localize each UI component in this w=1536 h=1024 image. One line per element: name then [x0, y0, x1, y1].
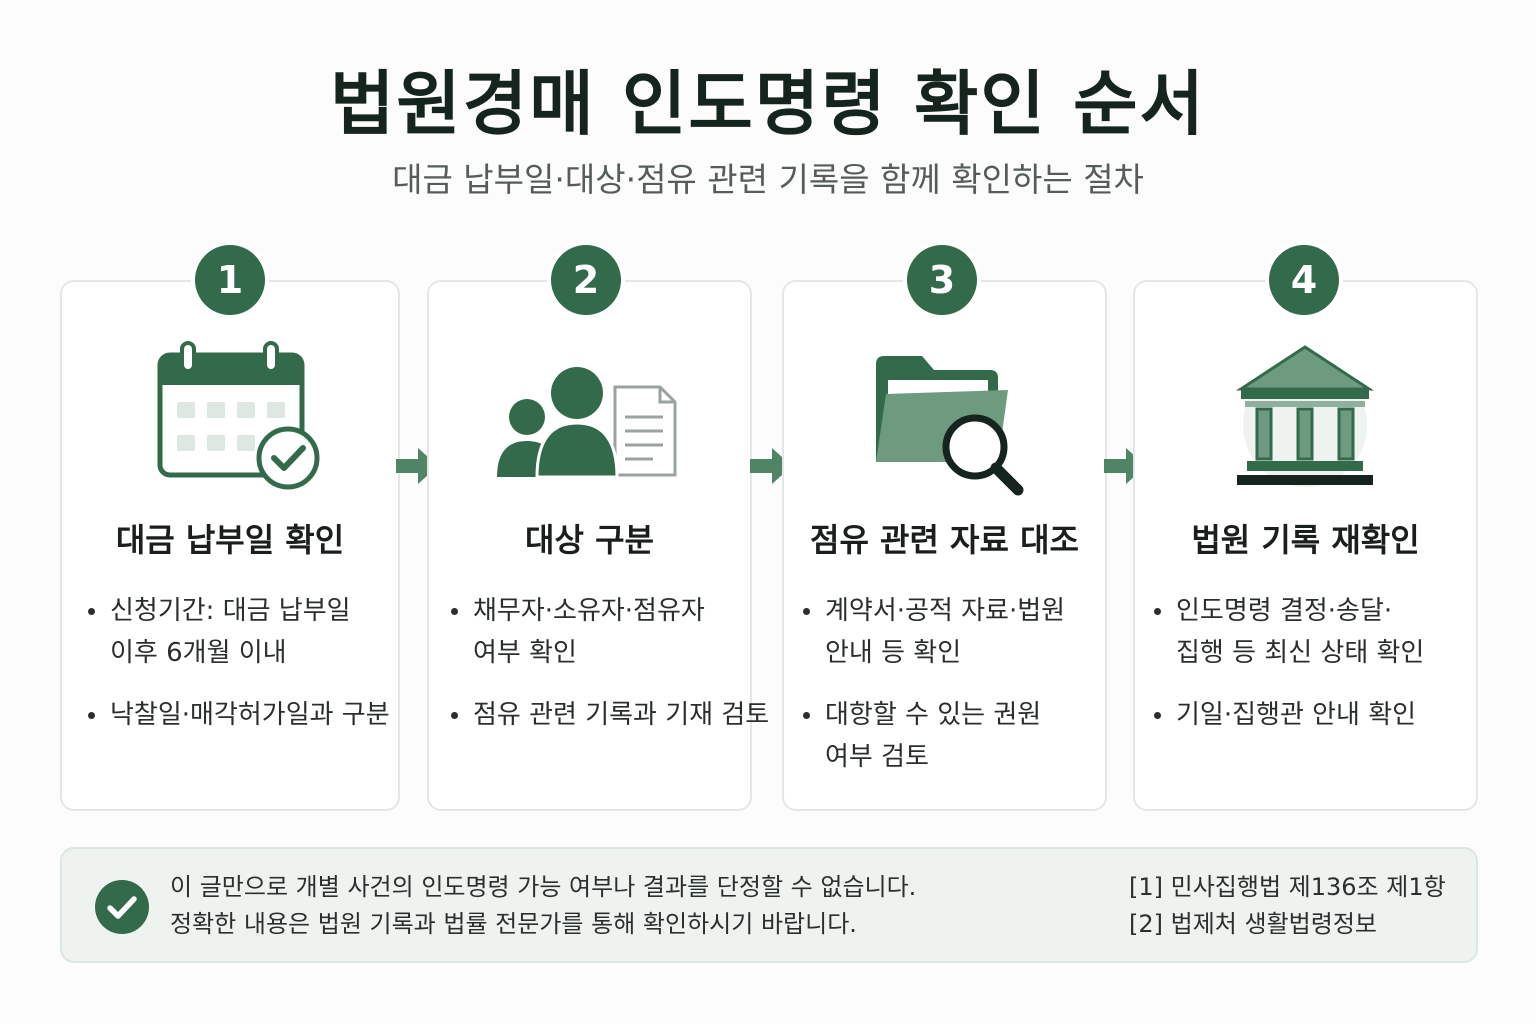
- step-card-3: [782, 280, 1107, 811]
- step-title-4: 법원 기록 재확인: [1191, 521, 1420, 559]
- courthouse-icon: [1235, 345, 1375, 487]
- disclaimer-text: 이 글만으로 개별 사건의 인도명령 가능 여부나 결과를 단정할 수 없습니다…: [170, 869, 916, 943]
- folder-search-icon: [876, 356, 1024, 496]
- step-bullets-4: 인도명령 결정·송달·집행 등 최신 상태 확인 기일·집행관 안내 확인: [1154, 590, 1424, 756]
- check-circle-icon: [95, 880, 149, 934]
- bullet-item: 점유 관련 기록과 기재 검토: [451, 694, 769, 736]
- step-title-1: 대금 납부일 확인: [115, 521, 345, 559]
- arrow-right-icon: [750, 448, 792, 484]
- people-document-icon: [497, 367, 677, 479]
- step-number-badge-3: 3: [907, 245, 977, 315]
- step-title-3: 점유 관련 자료 대조: [810, 521, 1079, 559]
- disclaimer-line-1: 이 글만으로 개별 사건의 인도명령 가능 여부나 결과를 단정할 수 없습니다…: [170, 873, 917, 901]
- step-number-badge-1: 1: [195, 245, 265, 315]
- reference-item-1: [1] 민사집행법 제136조 제1항: [1129, 873, 1446, 901]
- disclaimer-box: 이 글만으로 개별 사건의 인도명령 가능 여부나 결과를 단정할 수 없습니다…: [60, 847, 1478, 963]
- page-subtitle: 대금 납부일·대상·점유 관련 기록을 함께 확인하는 절차: [392, 160, 1144, 199]
- page-title: 법원경매 인도명령 확인 순서: [330, 63, 1206, 145]
- step-number-badge-2: 2: [551, 245, 621, 315]
- reference-list: [1] 민사집행법 제136조 제1항 [2] 법제처 생활법령정보: [1129, 869, 1446, 943]
- reference-item-2: [2] 법제처 생활법령정보: [1129, 910, 1377, 938]
- bullet-item: 낙찰일·매각허가일과 구분: [88, 694, 390, 736]
- step-number-badge-4: 4: [1269, 245, 1339, 315]
- bullet-item: 인도명령 결정·송달·집행 등 최신 상태 확인: [1154, 590, 1424, 674]
- disclaimer-line-2: 정확한 내용은 법원 기록과 법률 전문가를 통해 확인하시기 바랍니다.: [170, 910, 857, 938]
- bullet-item: 기일·집행관 안내 확인: [1154, 694, 1424, 736]
- step-card-2: [427, 280, 752, 811]
- calendar-check-icon: [157, 341, 320, 490]
- step-title-2: 대상 구분: [525, 521, 654, 559]
